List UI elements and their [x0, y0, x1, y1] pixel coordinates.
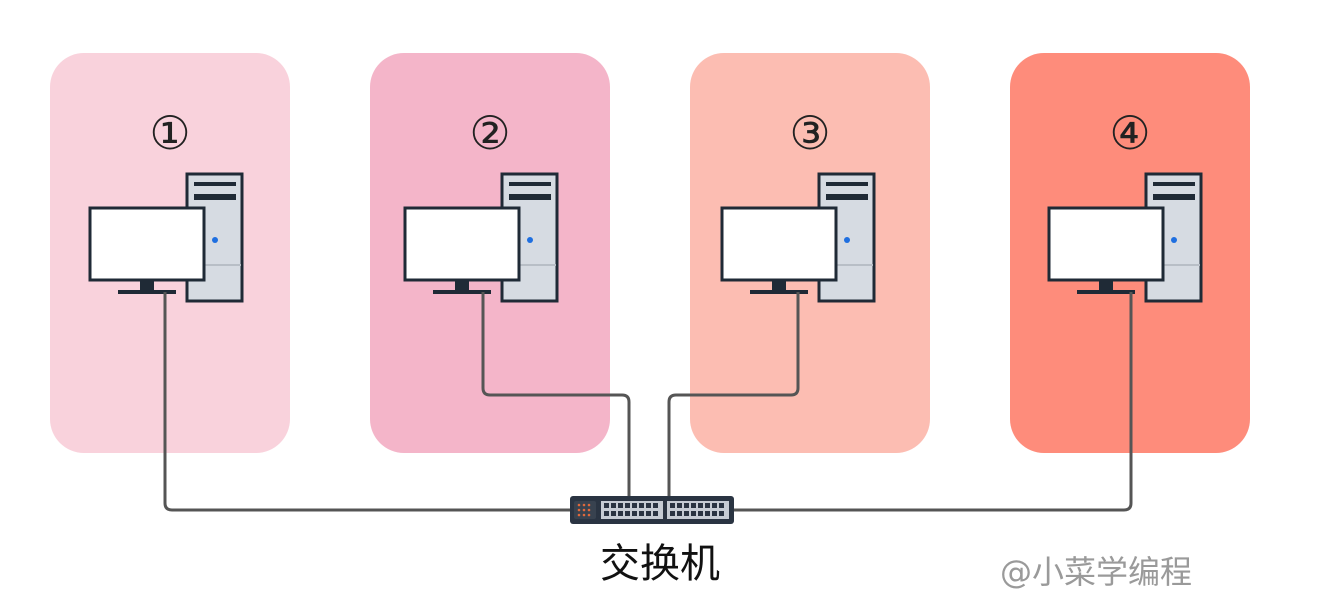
panel-label: ③ — [789, 106, 831, 160]
cable-1 — [163, 292, 572, 512]
computer-icon — [1047, 172, 1203, 303]
cable-2 — [481, 292, 631, 497]
computer-icon — [403, 172, 559, 303]
cable-4 — [732, 292, 1133, 512]
switch-icon — [570, 496, 734, 524]
panel-label: ② — [469, 106, 511, 160]
panel-label: ① — [149, 106, 191, 160]
cable-3 — [667, 292, 800, 497]
panel-label: ④ — [1109, 106, 1151, 160]
watermark: @小菜学编程 — [1000, 553, 1193, 591]
computer-icon — [720, 172, 876, 303]
switch-label: 交换机 — [600, 541, 720, 587]
computer-icon — [88, 172, 244, 303]
